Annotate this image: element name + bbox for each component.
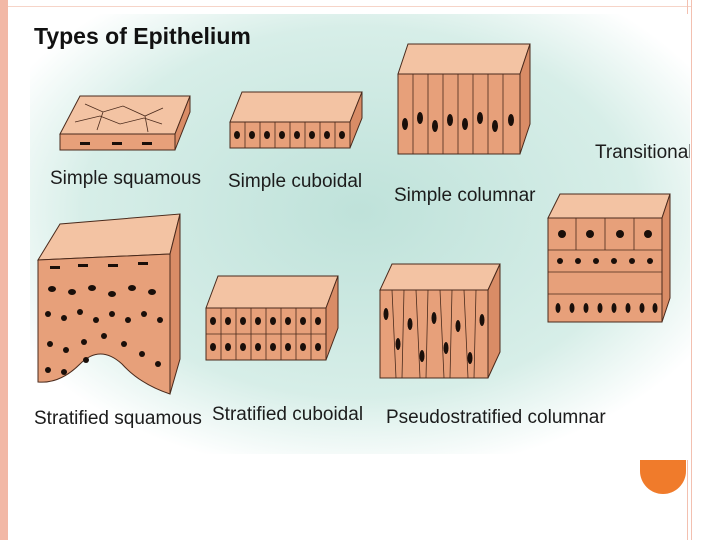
stratified-cuboidal-illustration — [206, 276, 338, 360]
label-pseudostratified-columnar: Pseudostratified columnar — [386, 407, 606, 428]
label-simple-squamous: Simple squamous — [50, 168, 201, 189]
slide-accent-dot — [640, 460, 686, 494]
label-simple-columnar: Simple columnar — [394, 185, 536, 206]
transitional-illustration — [548, 194, 670, 322]
simple-columnar-illustration — [398, 44, 530, 154]
slide-left-border — [0, 0, 8, 540]
simple-cuboidal-illustration — [230, 92, 362, 148]
label-transitional: Transitional — [595, 142, 690, 163]
epithelium-figure: Types of Epithelium — [30, 14, 690, 454]
epithelium-diagram: Types of Epithelium — [30, 14, 690, 454]
label-stratified-cuboidal: Stratified cuboidal — [212, 404, 363, 425]
pseudostratified-columnar-illustration — [380, 264, 500, 378]
diagram-title: Types of Epithelium — [34, 23, 251, 49]
label-simple-cuboidal: Simple cuboidal — [228, 171, 362, 192]
slide-top-border — [8, 0, 692, 7]
simple-squamous-illustration — [60, 96, 190, 150]
label-stratified-squamous: Stratified squamous — [34, 408, 202, 429]
